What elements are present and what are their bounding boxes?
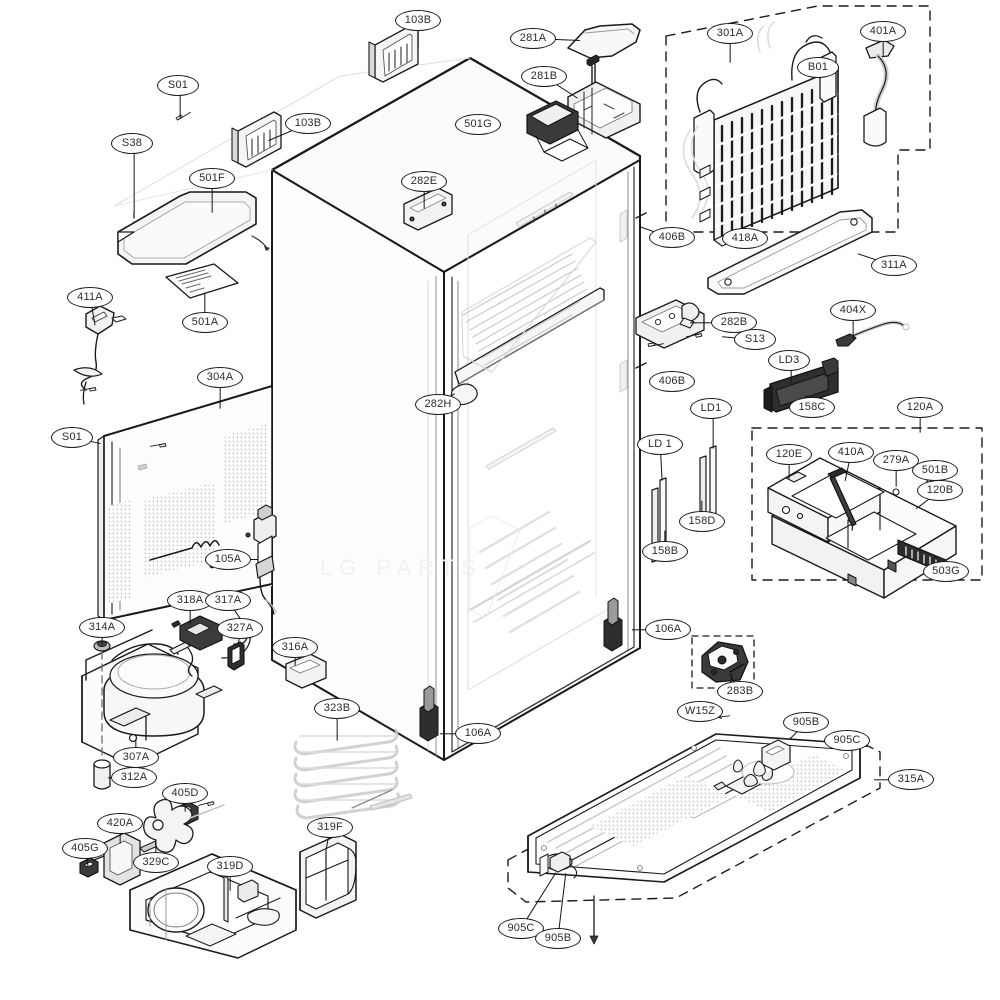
callout-281A[interactable]: 281A <box>510 27 556 49</box>
callout-279A[interactable]: 279A <box>873 449 919 471</box>
callout-905B[interactable]: 905B <box>783 711 829 733</box>
callout-W15Z[interactable]: W15Z <box>677 700 723 722</box>
callout-304A[interactable]: 304A <box>197 366 243 388</box>
callout-106A[interactable]: 106A <box>645 618 691 640</box>
callout-106A[interactable]: 106A <box>455 722 501 744</box>
leader-line-S38 <box>133 143 135 213</box>
callout-411A[interactable]: 411A <box>67 286 113 308</box>
callout-905C[interactable]: 905C <box>498 917 544 939</box>
callout-318A[interactable]: 318A <box>167 589 213 611</box>
callout-312A[interactable]: 312A <box>111 766 157 788</box>
callout-B01[interactable]: B01 <box>797 56 839 78</box>
callout-501G[interactable]: 501G <box>455 113 501 135</box>
callout-905B[interactable]: 905B <box>535 927 581 949</box>
callout-315A[interactable]: 315A <box>888 768 934 790</box>
callout-282H[interactable]: 282H <box>415 393 461 415</box>
callout-329C[interactable]: 329C <box>133 851 179 873</box>
callout-105A[interactable]: 105A <box>205 548 251 570</box>
callout-418A[interactable]: 418A <box>722 227 768 249</box>
callout-311A[interactable]: 311A <box>871 254 917 276</box>
callout-S01[interactable]: S01 <box>157 74 199 96</box>
callout-420A[interactable]: 420A <box>97 812 143 834</box>
callout-282B[interactable]: 282B <box>711 311 757 333</box>
callout-323B[interactable]: 323B <box>314 697 360 719</box>
callout-120B[interactable]: 120B <box>917 479 963 501</box>
callout-501B[interactable]: 501B <box>912 459 958 481</box>
callout-283B[interactable]: 283B <box>717 680 763 702</box>
callout-307A[interactable]: 307A <box>113 746 159 768</box>
callout-406B[interactable]: 406B <box>649 370 695 392</box>
callout-314A[interactable]: 314A <box>79 616 125 638</box>
callout-LD1[interactable]: LD1 <box>690 397 732 419</box>
callout-327A[interactable]: 327A <box>217 617 263 639</box>
callout-S01[interactable]: S01 <box>51 426 93 448</box>
callout-158B[interactable]: 158B <box>642 540 688 562</box>
callout-319D[interactable]: 319D <box>207 855 253 877</box>
callout-405D[interactable]: 405D <box>162 782 208 804</box>
callout-120E[interactable]: 120E <box>766 443 812 465</box>
callout-301A[interactable]: 301A <box>707 22 753 44</box>
callout-103B[interactable]: 103B <box>285 112 331 134</box>
callout-120A[interactable]: 120A <box>897 396 943 418</box>
callout-501F[interactable]: 501F <box>189 167 235 189</box>
callout-401A[interactable]: 401A <box>860 20 906 42</box>
callout-S13[interactable]: S13 <box>734 328 776 350</box>
callout-503G[interactable]: 503G <box>923 560 969 582</box>
watermark: LG PARTS <box>320 555 483 580</box>
callout-158C[interactable]: 158C <box>789 396 835 418</box>
callout-405G[interactable]: 405G <box>62 837 108 859</box>
callout-905C[interactable]: 905C <box>824 729 870 751</box>
callout-410A[interactable]: 410A <box>828 441 874 463</box>
callout-LD1[interactable]: LD 1 <box>637 433 683 455</box>
callout-LD3[interactable]: LD3 <box>768 349 810 371</box>
callout-281B[interactable]: 281B <box>521 65 567 87</box>
callout-316A[interactable]: 316A <box>272 636 318 658</box>
callout-S38[interactable]: S38 <box>111 132 153 154</box>
callout-404X[interactable]: 404X <box>830 299 876 321</box>
callout-103B[interactable]: 103B <box>395 9 441 31</box>
callout-158D[interactable]: 158D <box>679 510 725 532</box>
callout-501A[interactable]: 501A <box>182 311 228 333</box>
callout-319F[interactable]: 319F <box>307 816 353 838</box>
callout-406B[interactable]: 406B <box>649 226 695 248</box>
callout-282E[interactable]: 282E <box>401 170 447 192</box>
callout-317A[interactable]: 317A <box>205 589 251 611</box>
